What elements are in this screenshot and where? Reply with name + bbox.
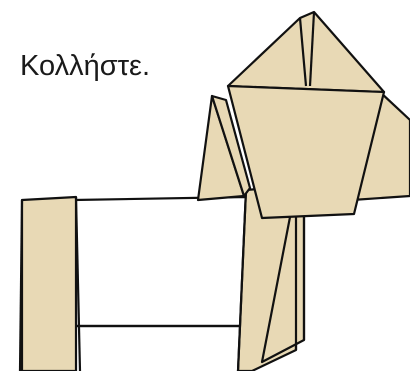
head-top: [228, 12, 384, 92]
left-leg: [20, 197, 80, 371]
body-box: [74, 197, 246, 326]
instruction-text: Κολλήστε.: [20, 52, 150, 81]
